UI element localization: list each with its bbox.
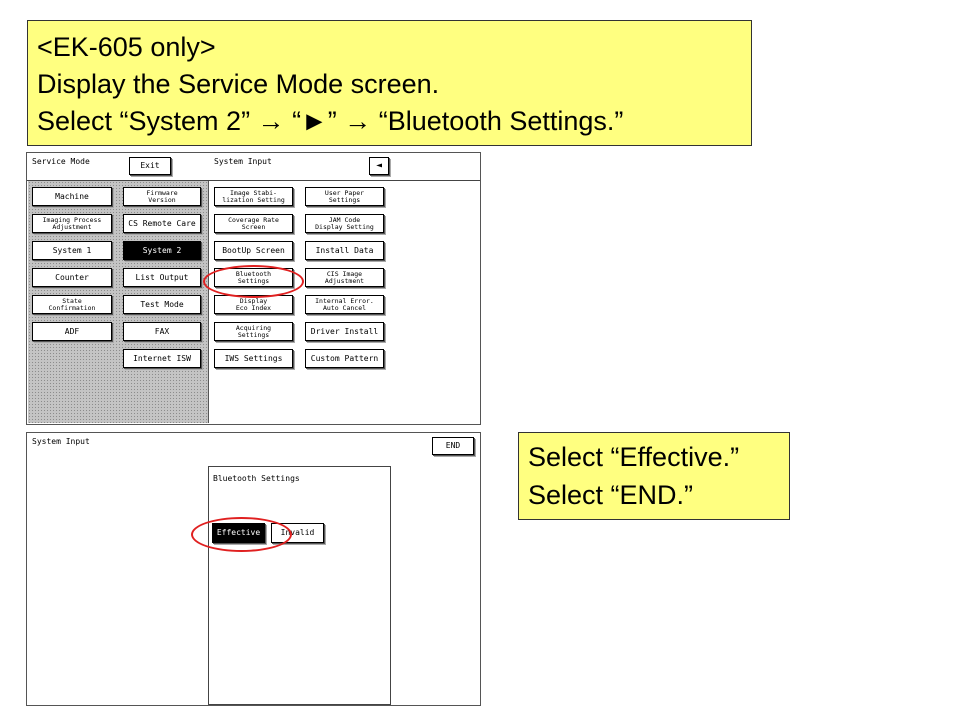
section-title: System Input	[214, 157, 272, 166]
screen-title: System Input	[32, 437, 90, 446]
menu-button-machine[interactable]: Machine	[32, 187, 112, 206]
end-button[interactable]: END	[432, 437, 474, 455]
header-divider	[27, 180, 480, 181]
menu-button-fax[interactable]: FAX	[123, 322, 201, 341]
button-label: ADF	[64, 326, 80, 336]
button-label: BootUp Screen	[222, 245, 285, 255]
button-label: Imaging Process	[42, 216, 102, 224]
effective-button[interactable]: Effective	[212, 523, 265, 543]
button-label: Confirmation	[48, 303, 96, 312]
button-label: Acquiring	[235, 324, 272, 332]
menu-button-internet-isw[interactable]: Internet ISW	[123, 349, 201, 368]
button-label: Internet ISW	[133, 353, 191, 363]
button-label: System 1	[52, 245, 92, 255]
bluetooth-settings-screen: System Input END Bluetooth Settings Effe…	[26, 432, 481, 706]
column-divider	[208, 181, 209, 423]
menu-button-counter[interactable]: Counter	[32, 268, 112, 287]
button-label: Machine	[55, 191, 89, 201]
back-arrow-button[interactable]: ◄	[369, 157, 389, 175]
menu-button-custom-pattern[interactable]: Custom Pattern	[305, 349, 384, 368]
button-label: Internal Error.	[315, 297, 374, 305]
exit-button[interactable]: Exit	[129, 157, 171, 175]
screen-title: Service Mode	[32, 157, 90, 166]
menu-button-bootup-screen[interactable]: BootUp Screen	[214, 241, 293, 260]
button-label: System 2	[142, 245, 182, 255]
instruction-line: Select “END.”	[528, 480, 694, 510]
button-label: Settings	[237, 276, 270, 285]
button-label: Version	[148, 195, 176, 204]
instruction-line: Select “System 2” → “►” → “Bluetooth Set…	[37, 106, 624, 136]
menu-button-install-data[interactable]: Install Data	[305, 241, 384, 260]
instruction-line: Display the Service Mode screen.	[37, 69, 440, 99]
button-label: JAM Code	[328, 216, 361, 224]
button-label: Coverage Rate	[228, 216, 279, 224]
button-label: User Paper	[324, 189, 365, 197]
menu-button-test-mode[interactable]: Test Mode	[123, 295, 201, 314]
button-label: Image Stabi-	[230, 189, 277, 197]
menu-button-iws-settings[interactable]: IWS Settings	[214, 349, 293, 368]
instruction-line: <EK-605 only>	[37, 32, 216, 62]
menu-button-adf[interactable]: ADF	[32, 322, 112, 341]
menu-button-system-1[interactable]: System 1	[32, 241, 112, 260]
button-label: Bluetooth	[235, 270, 272, 278]
button-label: Adjustment	[52, 222, 92, 231]
button-label: Counter	[55, 272, 89, 282]
panel-title: Bluetooth Settings	[213, 474, 300, 483]
button-label: List Output	[135, 272, 189, 282]
button-label: Driver Install	[310, 326, 379, 336]
button-label: Display	[239, 297, 268, 305]
button-label: Auto Cancel	[322, 303, 367, 312]
bluetooth-settings-panel: Bluetooth Settings Effective Invalid	[208, 466, 391, 705]
instruction-note-top: <EK-605 only> Display the Service Mode s…	[27, 20, 752, 146]
button-label: Settings	[328, 195, 361, 204]
button-label: Screen	[241, 222, 266, 231]
invalid-button[interactable]: Invalid	[271, 523, 324, 543]
menu-button-cs-remote-care[interactable]: CS Remote Care	[123, 214, 201, 233]
button-label: IWS Settings	[224, 353, 283, 363]
button-label: Custom Pattern	[310, 353, 379, 363]
button-label: Eco Index	[235, 303, 272, 312]
menu-button-list-output[interactable]: List Output	[123, 268, 201, 287]
button-label: Settings	[237, 330, 270, 339]
service-mode-screen: Service Mode Exit System Input ◄ Machine…	[26, 152, 481, 425]
button-label: lization Setting	[222, 195, 285, 204]
button-label: Install Data	[315, 245, 374, 255]
button-label: FAX	[154, 326, 170, 336]
button-label: Display Setting	[315, 222, 374, 231]
menu-button-internal-error-auto-cancel[interactable]: Internal Error.Auto Cancel	[305, 295, 384, 314]
button-label: Firmware	[146, 189, 178, 197]
menu-button-driver-install[interactable]: Driver Install	[305, 322, 384, 341]
button-label: CIS Image	[326, 270, 363, 278]
instruction-line: Select “Effective.”	[528, 442, 740, 472]
button-label: CS Remote Care	[128, 218, 196, 228]
button-label: Test Mode	[140, 299, 184, 309]
menu-button-image-stabi-lization-setting[interactable]: Image Stabi-lization Setting	[214, 187, 293, 206]
button-label: State	[62, 297, 82, 305]
button-label: Adjustment	[324, 276, 365, 285]
instruction-note-right: Select “Effective.” Select “END.”	[518, 432, 790, 520]
menu-button-system-2[interactable]: System 2	[123, 241, 201, 260]
